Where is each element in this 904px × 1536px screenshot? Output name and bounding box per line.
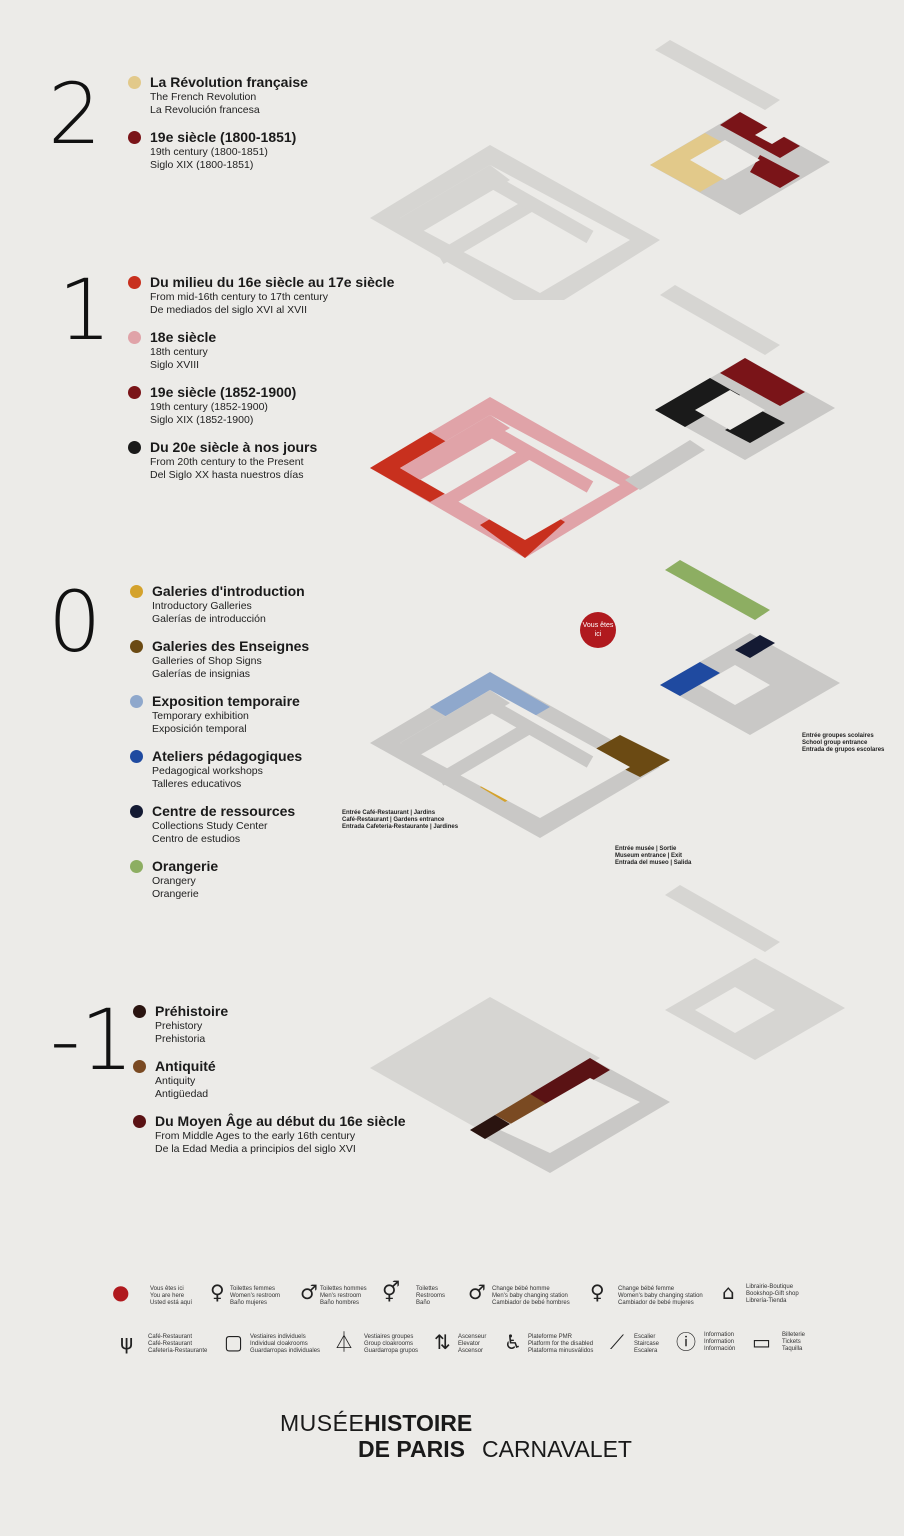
- you-are-here-marker: Vous êtes ici: [580, 612, 616, 648]
- color-dot: [128, 331, 141, 344]
- school-entrance-note: Entrée groupes scolaires School group en…: [802, 733, 885, 753]
- floor-2-plan: [370, 40, 830, 300]
- locker-icon: ▢: [224, 1330, 243, 1354]
- elevator-icon: ⇅: [434, 1330, 451, 1354]
- floor-number-0: 0: [48, 573, 102, 671]
- logo-histoire: HISTOIRE: [364, 1410, 473, 1436]
- color-dot: [128, 131, 141, 144]
- color-dot: [128, 386, 141, 399]
- floor-number-minus-1: -1: [50, 991, 134, 1089]
- color-dot: [130, 640, 143, 653]
- floor-0-plan: [370, 560, 840, 838]
- gift-shop-icon: ⌂: [722, 1280, 735, 1304]
- color-dot: [128, 76, 141, 89]
- women-baby-change-icon: ♀: [590, 1280, 605, 1304]
- museum-entrance-note: Entrée musée | Sortie Museum entrance | …: [615, 846, 692, 866]
- cloakroom-icon: ⏃: [334, 1330, 354, 1354]
- men-baby-change-icon: ♂: [468, 1280, 486, 1304]
- color-dot: [130, 750, 143, 763]
- color-dot: [130, 805, 143, 818]
- info-icon: ⓘ: [676, 1330, 696, 1354]
- floor-1-plan: [370, 285, 835, 558]
- men-restroom-icon: ♂: [300, 1280, 318, 1304]
- floor-number-1: 1: [58, 261, 112, 359]
- logo-carnavalet: CARNAVALET: [482, 1436, 632, 1462]
- color-dot: [133, 1115, 146, 1128]
- color-dot: [130, 860, 143, 873]
- wheelchair-platform-icon: ♿: [504, 1330, 522, 1354]
- women-restroom-icon: ♀: [210, 1280, 225, 1304]
- cafe-entrance-note: Entrée Café-Restaurant | Jardins Café-Re…: [342, 810, 459, 830]
- you-are-here-icon: ●: [112, 1280, 130, 1304]
- color-dot: [133, 1060, 146, 1073]
- museum-logo: MUSÉE HISTOIRE DE PARIS CARNAVALET: [280, 1408, 660, 1468]
- logo-musee: MUSÉE: [280, 1410, 365, 1436]
- floor-number-2: 2: [48, 65, 102, 163]
- cafe-icon: ψ: [120, 1330, 134, 1354]
- legend-item: 19e siècle (1800-1851)19th century (1800…: [128, 129, 428, 172]
- restrooms-icon: ⚥: [382, 1280, 401, 1304]
- stairs-icon: ⟋: [610, 1330, 624, 1354]
- color-dot: [130, 695, 143, 708]
- bottom-legend: ●Vous êtes ici You are here Usted está a…: [112, 1280, 806, 1354]
- tickets-icon: ▭: [752, 1330, 771, 1354]
- color-dot: [130, 585, 143, 598]
- color-dot: [133, 1005, 146, 1018]
- color-dot: [128, 441, 141, 454]
- logo-de-paris: DE PARIS: [358, 1436, 465, 1462]
- legend-item: 19e siècle (1852-1900)19th century (1852…: [128, 384, 428, 427]
- color-dot: [128, 276, 141, 289]
- floor-minus-1-plan: [370, 885, 845, 1173]
